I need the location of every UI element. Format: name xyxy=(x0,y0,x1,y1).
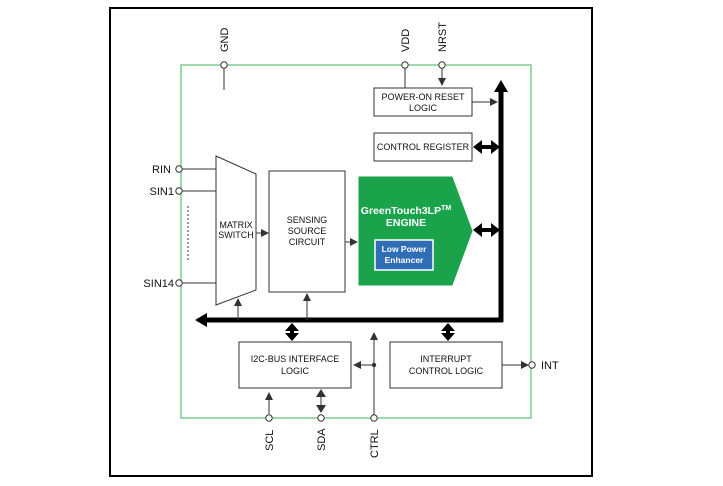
pin-gnd: GND xyxy=(219,28,231,90)
engine-label-1: GreenTouch3LPTM xyxy=(361,205,452,217)
interrupt-control-block: INTERRUPT CONTROL LOGIC xyxy=(389,341,503,389)
i2c-bus-interface-block: I2C-BUS INTERFACE LOGIC xyxy=(238,341,352,389)
power-on-reset-block: POWER-ON RESET LOGIC xyxy=(373,87,473,117)
pin-rin: RIN xyxy=(152,164,216,176)
sensing-source-block: SENSING SOURCE CIRCUIT xyxy=(268,170,346,293)
matrix-label-1: MATRIX xyxy=(219,220,252,230)
pin-ctrl-label: CTRL xyxy=(369,429,381,458)
enhancer-label-2: Enhancer xyxy=(385,255,424,265)
pin-ctrl: CTRL xyxy=(369,414,381,458)
pin-rin-label: RIN xyxy=(152,164,171,176)
irq-label-1: INTERRUPT xyxy=(420,354,472,364)
pin-sin14-label: SIN14 xyxy=(143,278,174,290)
irq-label-2: CONTROL LOGIC xyxy=(409,366,484,376)
pin-vdd: VDD xyxy=(400,29,412,88)
control-register-label: CONTROL REGISTER xyxy=(377,142,470,152)
engine-label-2: ENGINE xyxy=(386,217,426,229)
pin-sda: SDA xyxy=(316,389,328,451)
low-power-enhancer-block xyxy=(374,239,434,271)
por-label-1: POWER-ON RESET xyxy=(381,92,465,102)
engine-trademark: TM xyxy=(441,205,451,212)
pin-int: INT xyxy=(528,360,559,372)
pin-nrst-label: NRST xyxy=(437,22,449,52)
engine-name: GreenTouch3LP xyxy=(361,205,441,217)
sensing-label-2: SOURCE xyxy=(288,226,327,236)
i2c-label-2: LOGIC xyxy=(281,366,310,376)
pin-gnd-label: GND xyxy=(219,28,231,53)
pin-sin14: SIN14 xyxy=(143,278,216,290)
i2c-label-1: I2C-BUS INTERFACE xyxy=(251,354,340,364)
control-register-block: CONTROL REGISTER xyxy=(373,132,473,162)
matrix-switch-block: MATRIX SWITCH xyxy=(215,155,257,306)
engine-bus-arrow xyxy=(473,223,500,237)
pin-scl: SCL xyxy=(264,392,276,451)
sensing-label-1: SENSING xyxy=(287,215,328,225)
pin-scl-label: SCL xyxy=(264,430,276,451)
pin-nrst: NRST xyxy=(437,22,449,86)
pin-sda-label: SDA xyxy=(316,428,328,451)
control-register-bus-arrow xyxy=(473,140,500,154)
pin-int-label: INT xyxy=(541,360,559,372)
sensing-label-3: CIRCUIT xyxy=(289,237,326,247)
greentouch-engine-block: GreenTouch3LPTM ENGINE Low Power Enhance… xyxy=(358,176,473,286)
main-bus xyxy=(195,80,508,327)
pin-sin1-label: SIN1 xyxy=(150,186,174,198)
i2c-bus-arrow xyxy=(285,323,299,341)
irq-bus-arrow xyxy=(441,323,455,341)
pin-vdd-label: VDD xyxy=(400,29,412,52)
matrix-label-2: SWITCH xyxy=(218,230,254,240)
outer-frame xyxy=(109,7,593,477)
por-label-2: LOGIC xyxy=(409,103,438,113)
enhancer-label-1: Low Power xyxy=(382,244,428,254)
ctrl-line xyxy=(353,332,378,416)
pin-sin1: SIN1 xyxy=(150,186,216,198)
chip-outline xyxy=(180,64,532,419)
